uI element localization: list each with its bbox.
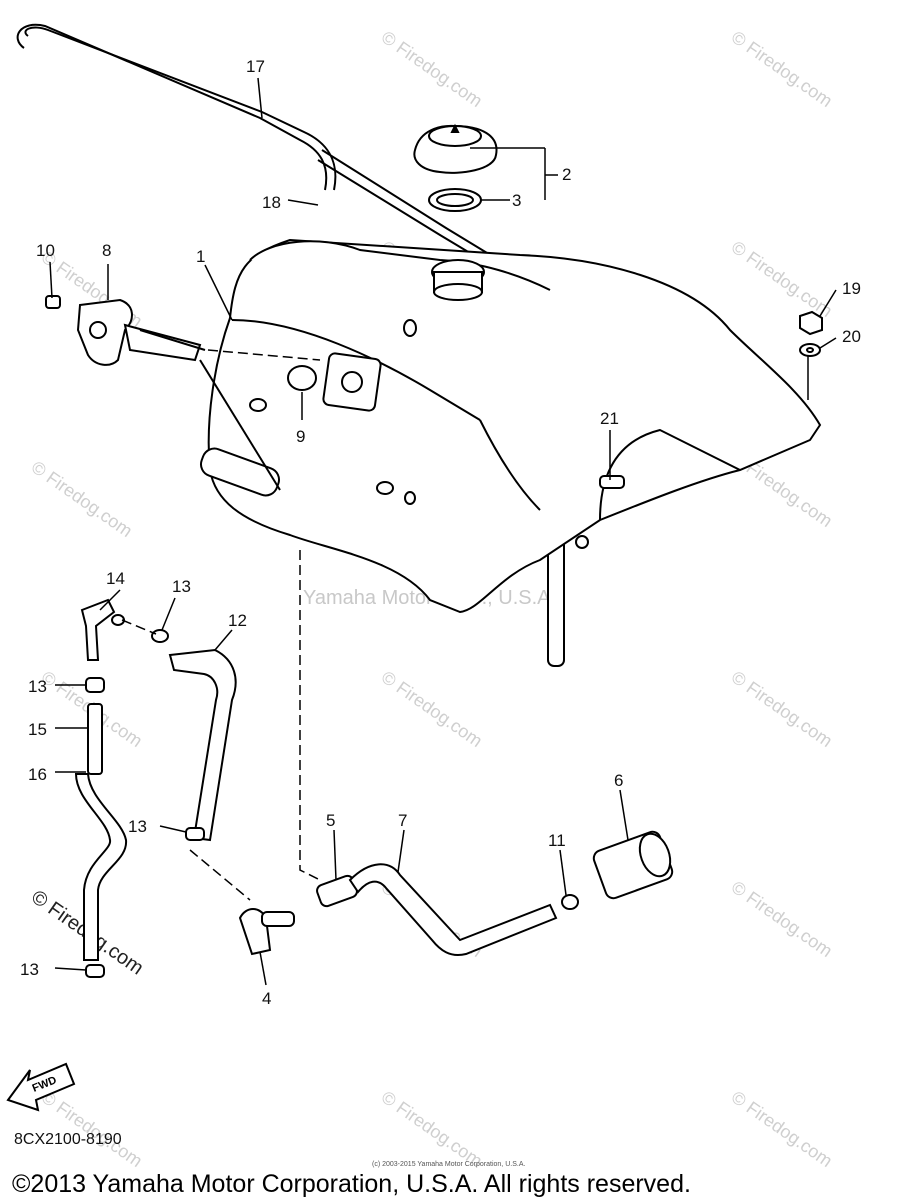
fuel-line-assembly xyxy=(238,830,674,956)
watermark: © Firedog.com xyxy=(38,1087,146,1171)
part-code: 8CX2100-8190 xyxy=(14,1131,122,1148)
callout-13: 13 xyxy=(20,960,39,979)
callout-18: 18 xyxy=(262,193,281,212)
left-hose-assembly xyxy=(74,598,237,978)
watermark: © Firedog.com xyxy=(378,27,486,111)
fwd-arrow-icon: FWD xyxy=(6,1062,76,1112)
callout-2: 2 xyxy=(562,165,571,184)
gasket xyxy=(428,188,482,212)
callout-21: 21 xyxy=(600,409,619,428)
callout-7: 7 xyxy=(398,811,407,830)
callout-15: 15 xyxy=(28,720,47,739)
callout-1: 1 xyxy=(196,247,205,266)
watermark: © Firedog.com xyxy=(728,1087,836,1171)
callout-4: 4 xyxy=(262,989,271,1008)
watermark: © Firedog.com xyxy=(728,667,836,751)
small-copyright: (c) 2003-2015 Yamaha Motor Corporation, … xyxy=(372,1161,525,1168)
callout-9: 9 xyxy=(296,427,305,446)
callout-13: 13 xyxy=(128,817,147,836)
callout-17: 17 xyxy=(246,57,265,76)
watermark: © Firedog.com xyxy=(728,27,836,111)
callout-8: 8 xyxy=(102,241,111,260)
connection-lines xyxy=(121,349,321,901)
callout-12: 12 xyxy=(228,611,247,630)
callout-20: 20 xyxy=(842,327,861,346)
callout-10: 10 xyxy=(36,241,55,260)
watermark: © Firedog.com xyxy=(378,667,486,751)
watermark: © Firedog.com xyxy=(378,1087,486,1171)
fuel-tank xyxy=(200,238,822,614)
callout-16: 16 xyxy=(28,765,47,784)
callouts: 1 2 3 4 5 6 7 8 9 10 11 12 13 13 13 13 1… xyxy=(20,57,861,1008)
callout-3: 3 xyxy=(512,191,521,210)
copyright: ©2013 Yamaha Motor Corporation, U.S.A. A… xyxy=(12,1170,691,1198)
leader-lines xyxy=(49,77,837,986)
fuel-cock-bracket xyxy=(45,295,281,491)
watermark: © Firedog.com xyxy=(28,457,136,541)
callout-11: 11 xyxy=(548,831,566,850)
callout-19: 19 xyxy=(842,279,861,298)
callout-6: 6 xyxy=(614,771,623,790)
callout-13: 13 xyxy=(172,577,191,596)
nut-washer xyxy=(799,310,823,357)
callout-13: 13 xyxy=(28,677,47,696)
watermark: © Firedog.com xyxy=(728,237,836,321)
watermark: © Firedog.com xyxy=(728,877,836,961)
callout-5: 5 xyxy=(326,811,335,830)
callout-14: 14 xyxy=(106,569,125,588)
fuel-cap xyxy=(413,123,498,174)
